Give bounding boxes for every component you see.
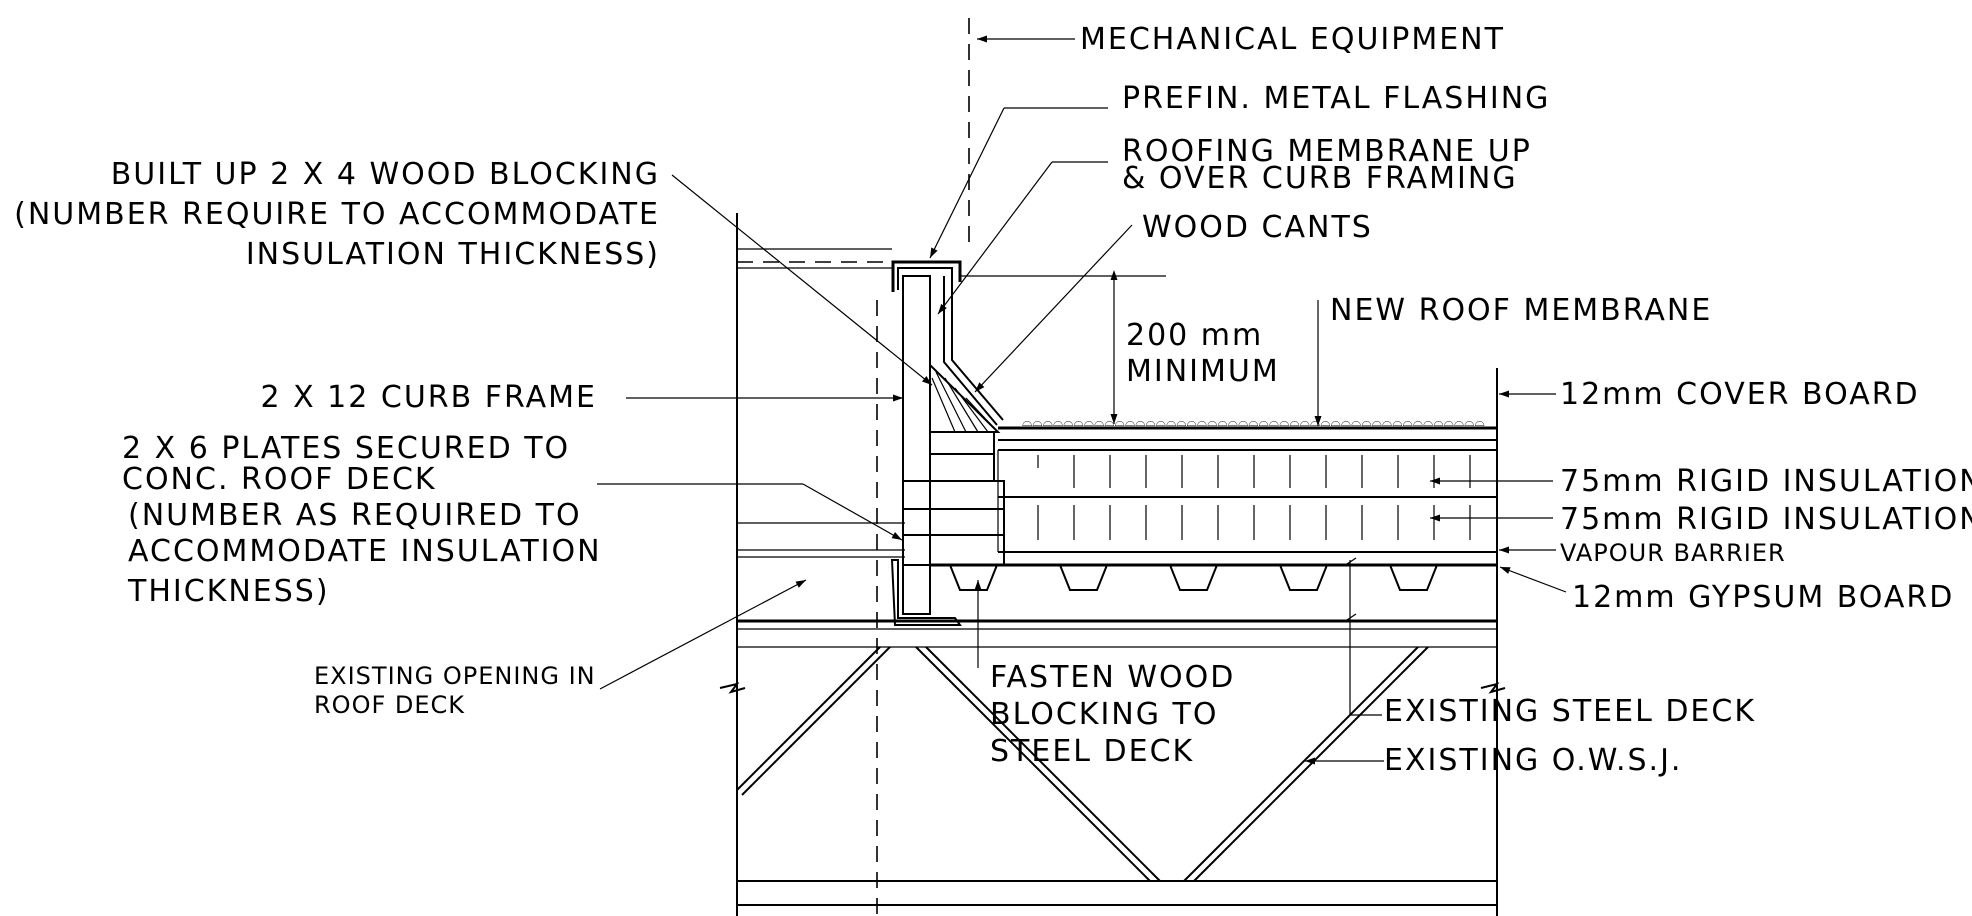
fasten-label-2: BLOCKING TO xyxy=(990,697,1218,732)
leader-lines xyxy=(597,35,1567,765)
existing-owsj-label: EXISTING O.W.S.J. xyxy=(1384,743,1682,778)
building-structure xyxy=(719,213,1506,916)
built-up-blocking-label-1: BUILT UP 2 X 4 WOOD BLOCKING xyxy=(111,157,660,192)
prefin-metal-flashing-label: PREFIN. METAL FLASHING xyxy=(1122,81,1550,116)
fasten-label-3: STEEL DECK xyxy=(990,734,1194,769)
plates-label-5: THICKNESS) xyxy=(127,574,330,609)
plates-label-2: CONC. ROOF DECK xyxy=(122,462,437,497)
built-up-blocking-label-2: (NUMBER REQUIRE TO ACCOMMODATE xyxy=(14,197,660,232)
built-up-blocking-label-3: INSULATION THICKNESS) xyxy=(246,237,660,272)
callout-labels: MECHANICAL EQUIPMENT PREFIN. METAL FLASH… xyxy=(14,22,1972,778)
existing-steel-deck-label: EXISTING STEEL DECK xyxy=(1384,694,1756,729)
dim-200-label: 200 mm xyxy=(1126,318,1263,353)
new-roof-membrane-label: NEW ROOF MEMBRANE xyxy=(1330,293,1712,328)
roofing-membrane-label-1: ROOFING MEMBRANE UP xyxy=(1122,134,1532,169)
dimension-200mm: 200 mm MINIMUM xyxy=(960,270,1280,424)
cant-hatch xyxy=(931,371,995,433)
curb-frame-label: 2 X 12 CURB FRAME xyxy=(260,380,597,415)
mechanical-equipment-label: MECHANICAL EQUIPMENT xyxy=(1080,22,1505,57)
fasten-label-1: FASTEN WOOD xyxy=(990,660,1235,695)
plates-label-4: ACCOMMODATE INSULATION xyxy=(128,534,602,569)
existing-opening-label-2: ROOF DECK xyxy=(314,691,465,719)
curb-frame-assembly xyxy=(890,260,1005,626)
plates-label-3: (NUMBER AS REQUIRED TO xyxy=(128,498,582,533)
existing-opening-label-1: EXISTING OPENING IN xyxy=(314,662,596,690)
wood-cants-label: WOOD CANTS xyxy=(1142,210,1373,245)
plates-label-1: 2 X 6 PLATES SECURED TO xyxy=(122,431,570,466)
cover-board-label: 12mm COVER BOARD xyxy=(1560,377,1920,412)
rigid-insulation-label-1: 75mm RIGID INSULATION xyxy=(1560,464,1972,499)
rigid-insulation-label-2: 75mm RIGID INSULATION xyxy=(1560,502,1972,537)
dim-minimum-label: MINIMUM xyxy=(1126,354,1280,389)
svg-text:⌓⌓⌓⌓⌓⌓⌓⌓⌓⌓⌓⌓⌓⌓⌓⌓⌓⌓⌓⌓⌓⌓⌓⌓⌓⌓⌓⌓⌓⌓: ⌓⌓⌓⌓⌓⌓⌓⌓⌓⌓⌓⌓⌓⌓⌓⌓⌓⌓⌓⌓⌓⌓⌓⌓⌓⌓⌓⌓⌓⌓⌓⌓⌓⌓⌓⌓⌓⌓⌓⌓… xyxy=(1022,415,1485,430)
roofing-membrane-label-2: & OVER CURB FRAMING xyxy=(1122,161,1518,196)
insulation-ticks xyxy=(1037,455,1471,540)
mechanical-equipment-outline xyxy=(737,18,970,916)
gypsum-board-label: 12mm GYPSUM BOARD xyxy=(1572,580,1954,615)
vapour-barrier-label: VAPOUR BARRIER xyxy=(1560,539,1786,567)
roof-layers: ⌓⌓⌓⌓⌓⌓⌓⌓⌓⌓⌓⌓⌓⌓⌓⌓⌓⌓⌓⌓⌓⌓⌓⌓⌓⌓⌓⌓⌓⌓⌓⌓⌓⌓⌓⌓⌓⌓⌓⌓… xyxy=(737,415,1497,648)
